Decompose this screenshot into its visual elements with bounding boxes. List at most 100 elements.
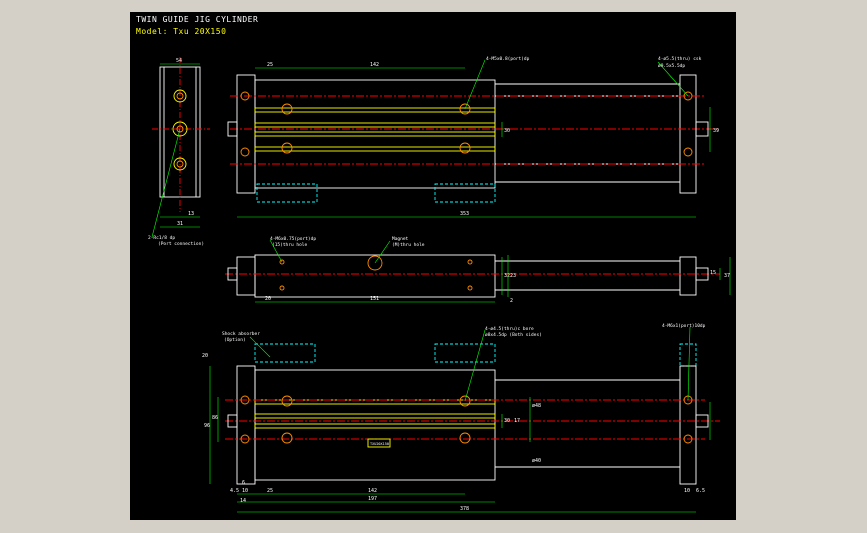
dim-14: 14	[240, 498, 246, 504]
note-shock2: (Option)	[224, 337, 246, 343]
dim-142: 142	[368, 488, 377, 494]
front-plate	[236, 74, 256, 194]
dim-6-5: 6.5	[696, 488, 705, 494]
note-side-mounting2: (15)thru hole	[272, 242, 308, 248]
leader-line	[464, 329, 486, 402]
plate-hole	[683, 147, 693, 157]
note-tap: 4-M6x1(port)10dp	[662, 323, 706, 329]
port-hole	[176, 160, 184, 168]
dim-39: 39	[713, 128, 719, 134]
rod-end	[695, 414, 709, 428]
note-shock: Shock absorber	[222, 331, 260, 337]
front-plate	[236, 365, 256, 485]
end-plate	[679, 74, 697, 194]
dim-37: 37	[724, 273, 730, 279]
cylinder-body	[254, 369, 496, 481]
port-hole	[176, 125, 184, 133]
plate-hole	[240, 434, 250, 444]
dim-197: 197	[368, 496, 377, 502]
shock-absorber-hidden	[254, 343, 316, 363]
leader-line	[374, 240, 391, 264]
dim-48: ø48	[532, 403, 541, 409]
bottom-view: TXU20X150 25 142 197 378 4.5 10 14 6 10 …	[202, 323, 720, 513]
plate-hole	[683, 434, 693, 444]
dim-2: 2	[510, 298, 513, 304]
cad-drawing: 54 13 31 2-Rc1/8 dp (Port connection)	[148, 56, 731, 513]
dim-96: 96	[204, 423, 210, 429]
guide-rod	[254, 122, 496, 128]
dim-6: 6	[242, 480, 245, 486]
plate-hole	[240, 91, 250, 101]
model-label-text: TXU20X150	[370, 442, 389, 446]
dim-10: 10	[242, 488, 248, 494]
leader-line	[249, 336, 271, 358]
port-hole	[176, 92, 184, 100]
tap-hole	[279, 259, 285, 265]
dim-15: 15	[710, 270, 716, 276]
piston-rod	[254, 413, 496, 419]
plate-hole	[240, 147, 250, 157]
leader-line	[464, 59, 486, 110]
piston-rod	[254, 131, 496, 137]
note-magnet2: (M)thru hole	[392, 242, 425, 248]
piston-rod-hole	[172, 121, 188, 137]
dim-20: 20	[202, 353, 208, 359]
dim-32: 32	[504, 273, 510, 279]
top-view: 25 142 353 39 30 4-M5x0.8(port)dp 4-ø5.5…	[227, 56, 720, 218]
note-rear-port-sub: (Port connection)	[158, 241, 204, 247]
tap-hole	[467, 285, 473, 291]
guide-rod	[254, 146, 496, 152]
guide-rod	[254, 107, 496, 113]
model-label-plate	[367, 438, 391, 448]
rod-end	[227, 121, 238, 137]
guide-rod-hole	[173, 89, 187, 103]
front-plate	[236, 256, 256, 296]
dim-142: 142	[370, 62, 379, 68]
drawing-canvas[interactable]: TWIN GUIDE JIG CYLINDER Model: Txu 20X15…	[130, 12, 736, 520]
side-view: 20 151 32 23 2 15 37 4-M6x0.75(port)dp (…	[225, 236, 731, 304]
end-plate-hidden	[679, 343, 697, 367]
leader-line	[687, 326, 691, 401]
rod-end	[695, 121, 709, 137]
dim-25: 25	[267, 488, 273, 494]
rod-end	[695, 267, 709, 281]
leader-line	[657, 61, 689, 97]
guide-rod	[254, 423, 496, 429]
drawing-title: TWIN GUIDE JIG CYLINDER	[136, 15, 259, 24]
note-cbore: 4-ø4.5(thru)c bore	[485, 326, 534, 332]
cylinder-body	[254, 254, 496, 298]
mounting-hole	[281, 432, 293, 444]
mounting-hole	[459, 432, 471, 444]
note-counterbore2: ø9.5x5.5dp	[658, 63, 685, 69]
note-magnet: Magnet	[392, 236, 409, 242]
dim-31: 31	[177, 221, 183, 227]
leader-line	[151, 128, 181, 238]
dim-40: ø40	[532, 458, 541, 464]
mounting-hole	[459, 395, 471, 407]
dim-353: 353	[460, 211, 469, 217]
tap-hole	[467, 259, 473, 265]
shock-absorber-hidden	[434, 183, 496, 203]
end-view: 54 13 31 2-Rc1/8 dp (Port connection)	[148, 57, 210, 247]
note-mounting: 4-M5x0.8(port)dp	[486, 56, 530, 62]
shock-absorber-hidden	[256, 183, 318, 203]
end-plate	[679, 256, 697, 296]
dim-30: 30	[504, 128, 510, 134]
rod-end	[227, 414, 238, 428]
dim-23: 23	[510, 273, 516, 279]
note-counterbore: 4-ø5.5(thru) csk	[658, 56, 702, 62]
dim-25: 25	[267, 62, 273, 68]
drawing-model: Model: Txu 20X150	[136, 27, 227, 36]
dim-4-5: 4.5	[230, 488, 239, 494]
magnet-port	[367, 255, 383, 271]
dim-54: 54	[176, 58, 182, 64]
plate-hole	[240, 395, 250, 405]
guide-rod-hole	[173, 157, 187, 171]
note-side-mounting: 4-M6x0.75(port)dp	[270, 236, 316, 242]
dim-17: 17	[514, 418, 520, 424]
mounting-hole	[459, 142, 471, 154]
note-rear-port: 2-Rc1/8 dp	[148, 235, 175, 241]
shock-absorber-hidden	[434, 343, 496, 363]
dim-151: 151	[370, 296, 379, 302]
note-cbore2: ø8x4.5dp (Both sides)	[485, 332, 542, 338]
